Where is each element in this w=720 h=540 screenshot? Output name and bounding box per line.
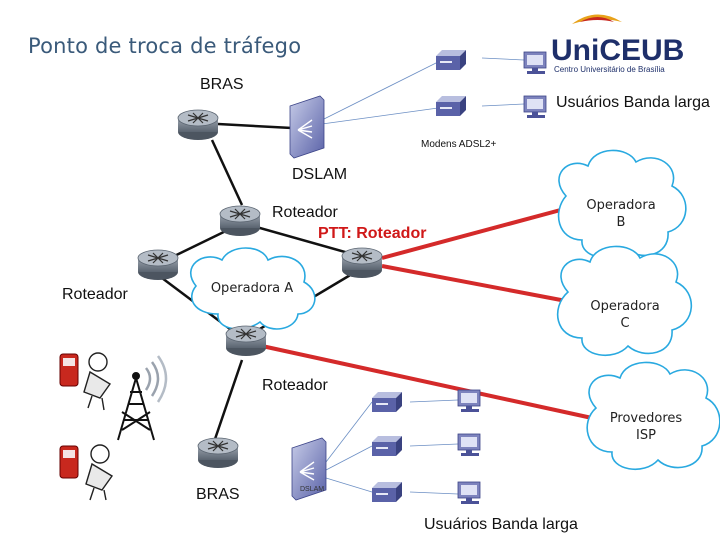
svg-text:Centro Universitário de Brasíl: Centro Universitário de Brasília: [554, 65, 665, 74]
phone-user-icon: [58, 442, 120, 501]
computer-icon: [457, 481, 481, 505]
uniceub-logo: UniCEUB Centro Universitário de Brasília: [551, 14, 684, 74]
tower-icon: [117, 355, 168, 441]
red-links: [261, 206, 593, 420]
router-icon: [225, 325, 267, 357]
page-title: Ponto de troca de tráfego: [28, 34, 302, 58]
access-lines: [321, 57, 525, 495]
roteador-bottom-label: Roteador: [262, 377, 328, 394]
router-icon: [219, 205, 261, 237]
cloud-provedores: Provedores ISP: [600, 410, 692, 444]
computer-icon: [523, 51, 547, 75]
cloud-operadora-c: Operadora C: [580, 298, 670, 332]
cloud-operadora-c-line2: C: [620, 316, 630, 331]
router-icon: [137, 249, 179, 281]
ptt-label: PTT: Roteador: [318, 225, 427, 242]
usuarios-top-label: Usuários Banda larga: [556, 94, 710, 111]
cloud-provedores-line1: Provedores: [609, 411, 683, 426]
dslam-icon: [289, 95, 325, 159]
dslam-bottom-label: DSLAM: [300, 486, 325, 493]
usuarios-bottom-label: Usuários Banda larga: [424, 516, 578, 533]
svg-text:UniCEUB: UniCEUB: [551, 34, 684, 67]
cloud-operadora-b: Operadora B: [576, 197, 666, 231]
modem-icon: [436, 50, 466, 70]
bras-bottom-label: BRAS: [196, 486, 240, 503]
modem-icon: [436, 96, 466, 116]
roteador-center-label: Roteador: [272, 204, 338, 221]
cloud-operadora-b-line1: Operadora: [586, 198, 656, 213]
phone-user-icon: [59, 352, 112, 411]
modem-icon: [372, 436, 402, 456]
cloud-icon: [189, 149, 720, 470]
modem-icon: [372, 482, 402, 502]
dslam-label: DSLAM: [292, 166, 348, 183]
router-icon: [197, 437, 239, 469]
cloud-operadora-c-line1: Operadora: [590, 299, 660, 314]
bras-top-label: BRAS: [200, 76, 244, 93]
roteador-left-label: Roteador: [62, 286, 128, 303]
computer-icon: [457, 433, 481, 457]
modens-label: Modens ADSL2+: [421, 139, 497, 150]
router-icon: [177, 109, 219, 141]
modem-icon: [372, 392, 402, 412]
cloud-provedores-line2: ISP: [636, 428, 656, 443]
cloud-operadora-b-line2: B: [616, 215, 626, 230]
computer-icon: [523, 95, 547, 119]
cloud-operadora-a: Operadora A: [210, 281, 294, 296]
computer-icon: [457, 389, 481, 413]
router-icon: [341, 247, 383, 279]
